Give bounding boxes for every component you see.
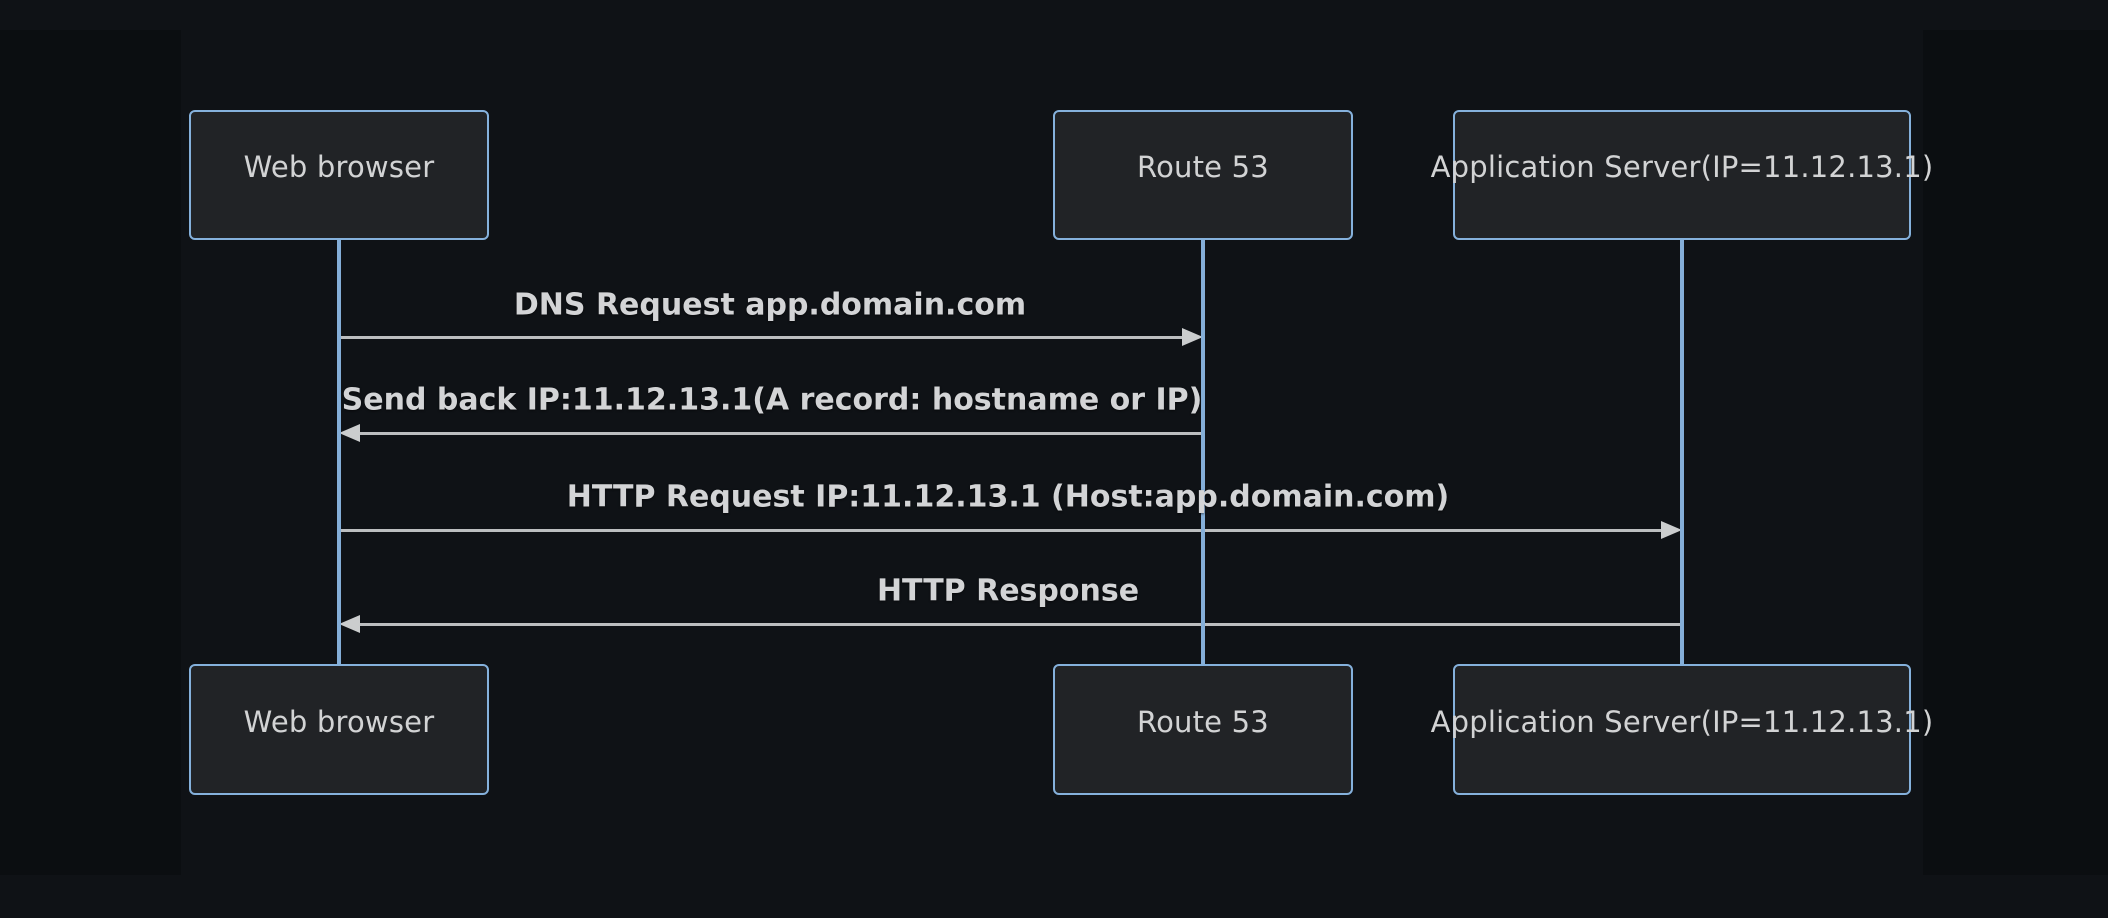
actor-box-route-53-top: Route 53 [1053,110,1353,240]
actor-label-application-server: Application Server(IP=11.12.13.1) [1430,704,1934,739]
message-line-dns-request [339,335,1185,339]
actor-box-application-server-bottom: Application Server(IP=11.12.13.1) [1431,664,1933,795]
arrowhead-left-icon [339,615,360,633]
actor-label-web-browser: Web browser [243,150,435,184]
lifeline-web-browser [337,238,341,666]
message-label-http-request: HTTP Request IP:11.12.13.1 (Host:app.dom… [566,479,1450,515]
message-line-http-request [339,528,1663,532]
message-label-dns-request: DNS Request app.domain.com [513,287,1027,323]
message-line-http-response [357,622,1682,626]
actor-label-application-server: Application Server(IP=11.12.13.1) [1430,150,1934,184]
lifeline-application-server [1680,238,1684,666]
message-label-http-response: HTTP Response [876,573,1140,609]
actor-label-route-53: Route 53 [1137,150,1269,184]
arrowhead-right-icon [1182,328,1203,346]
arrowhead-right-icon [1661,521,1682,539]
page-margin-right [1923,30,2108,875]
arrowhead-left-icon [339,424,360,442]
actor-label-web-browser: Web browser [243,704,435,739]
page-margin-left [0,30,181,875]
actor-box-route-53-bottom: Route 53 [1053,664,1353,795]
actor-box-web-browser-top: Web browser [189,110,489,240]
message-line-send-back-ip [357,431,1203,435]
lifeline-route-53 [1201,238,1205,666]
actor-box-web-browser-bottom: Web browser [189,664,489,795]
message-label-send-back-ip: Send back IP:11.12.13.1(A record: hostna… [341,382,1203,418]
actor-box-application-server-top: Application Server(IP=11.12.13.1) [1431,110,1933,240]
actor-label-route-53: Route 53 [1137,704,1269,739]
